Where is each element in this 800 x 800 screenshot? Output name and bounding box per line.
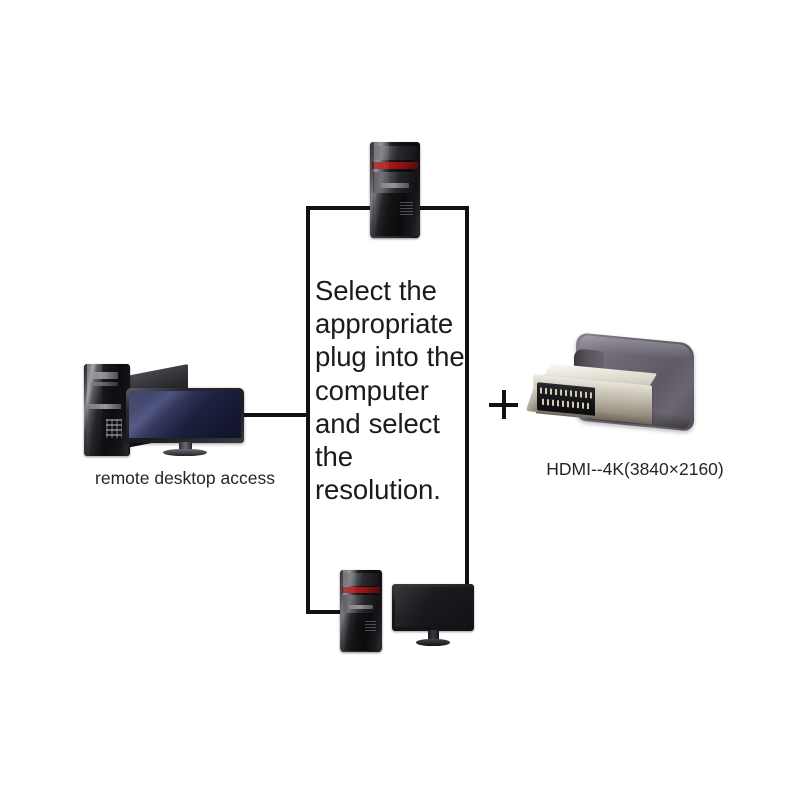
remote-desktop-monitor [126,388,244,456]
hdmi-pin-row-lower [542,398,590,410]
tower-case [370,142,420,238]
tower-secondary-bay [90,382,119,387]
tower-port-panel [106,419,122,438]
instruction-text: Select the appropriate plug into the com… [315,275,465,506]
tower-base [340,650,382,652]
tower-drive-slot [88,404,121,410]
connector-line-left [234,413,308,417]
tower-brand-badge [349,605,373,610]
frame-left-edge [306,206,310,614]
remote-desktop-caption: remote desktop access [95,468,275,488]
monitor-stand-base [163,448,207,456]
monitor-screen [394,586,472,628]
bottom-monitor [392,584,474,647]
remote-desktop-group [78,360,248,470]
tower-vent-grille [365,620,377,633]
hdmi-adapter-caption: HDMI--4K(3840×2160) [546,459,724,479]
tower-red-accent-stripe [341,587,381,594]
monitor-stand-base [416,639,450,647]
hdmi-pin-row-upper [540,387,592,399]
tower-base [371,236,419,238]
hdmi-dummy-plug-adapter [525,332,714,440]
monitor-stand-neck [427,629,439,641]
monitor-bezel [392,584,474,632]
tower-optical-bay [90,372,119,379]
frame-bottom-left-segment [306,610,344,614]
monitor-bezel [126,388,244,444]
tower-red-accent-stripe [372,162,418,170]
plus-icon [489,390,518,419]
hdmi-plug-pin-cavity [537,382,595,416]
monitor-screen [129,391,241,439]
tower-case [340,570,382,652]
tower-optical-bay [373,145,417,161]
frame-right-edge [465,206,469,614]
bottom-desktop-tower [340,570,382,652]
remote-desktop-tower [84,364,130,456]
tower-brand-badge [381,183,409,189]
frame-top-right-segment [418,206,469,210]
tower-gloss-highlight [86,364,103,456]
tower-vent-grille [400,201,413,215]
frame-top-left-segment [306,206,372,210]
tower-optical-bay [342,573,380,586]
monitor-stand-neck [178,442,192,453]
top-desktop-tower [370,142,420,238]
